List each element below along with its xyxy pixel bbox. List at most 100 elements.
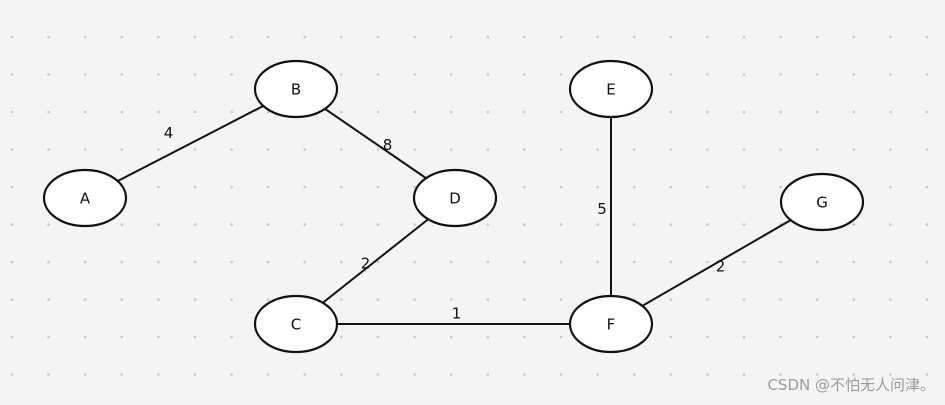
- grid-dot: [157, 298, 160, 301]
- grid-dot: [376, 223, 380, 226]
- grid-dot: [925, 110, 929, 114]
- grid-dot: [193, 298, 197, 301]
- grid-dot: [47, 335, 50, 339]
- grid-dot: [10, 110, 14, 114]
- grid-dot: [413, 335, 416, 339]
- grid-dot: [230, 35, 233, 39]
- node-A: A: [42, 168, 128, 228]
- grid-dot: [83, 35, 87, 39]
- grid-dot: [47, 35, 50, 39]
- grid-dot: [10, 298, 14, 301]
- edge-weight-label: 4: [164, 124, 174, 142]
- grid-dot: [925, 148, 929, 151]
- node-ellipse: [42, 168, 128, 228]
- grid-dot: [815, 148, 819, 151]
- grid-dot: [303, 35, 307, 39]
- grid-dot: [632, 260, 636, 264]
- edge-F-G: 2: [610, 201, 823, 325]
- grid-dot: [632, 185, 636, 189]
- grid-dot: [303, 373, 307, 376]
- grid-dot: [413, 35, 416, 39]
- grid-dot: [706, 298, 709, 301]
- grid-dot: [376, 298, 380, 301]
- grid-dot: [193, 35, 197, 39]
- grid-dot: [925, 260, 929, 264]
- grid-dot: [815, 260, 819, 264]
- grid-dot: [47, 373, 50, 376]
- grid-dot: [779, 335, 782, 339]
- grid-dot: [596, 148, 599, 151]
- grid-dot: [779, 185, 782, 189]
- grid-dot: [852, 148, 856, 151]
- grid-dot: [47, 260, 50, 264]
- grid-dot: [449, 35, 453, 39]
- grid-dot: [632, 223, 636, 226]
- node-label: B: [291, 81, 301, 99]
- grid-dot: [815, 335, 819, 339]
- grid-dot: [10, 335, 14, 339]
- grid-dot: [815, 35, 819, 39]
- grid-dot: [889, 298, 892, 301]
- grid-dot: [596, 373, 599, 376]
- grid-dot: [10, 185, 14, 189]
- grid-dot: [486, 148, 490, 151]
- grid-dot: [889, 73, 892, 76]
- grid-dot: [925, 373, 929, 376]
- grid-dot: [376, 185, 380, 189]
- grid-dot: [10, 260, 14, 264]
- grid-dot: [157, 110, 160, 114]
- grid-dot: [413, 223, 416, 226]
- grid-dot: [10, 73, 14, 76]
- grid-dot: [486, 73, 490, 76]
- grid-dot: [449, 260, 453, 264]
- grid-dot: [669, 110, 673, 114]
- grid-dot: [523, 260, 526, 264]
- grid-dot: [83, 335, 87, 339]
- grid-dot: [669, 223, 673, 226]
- grid-dot: [925, 223, 929, 226]
- grid-dot: [559, 35, 563, 39]
- grid-dot: [303, 223, 307, 226]
- grid-dot: [925, 335, 929, 339]
- grid-dot: [83, 73, 87, 76]
- grid-dot: [120, 110, 124, 114]
- grid-dot: [706, 35, 709, 39]
- grid-dot: [413, 298, 416, 301]
- grid-dot: [193, 335, 197, 339]
- grid-dot: [413, 373, 416, 376]
- edge-A-B: 4: [84, 88, 297, 199]
- grid-dot: [449, 373, 453, 376]
- grid-dot: [889, 335, 892, 339]
- grid-dot: [340, 110, 343, 114]
- grid-dot: [157, 148, 160, 151]
- grid-dot: [230, 148, 233, 151]
- grid-dot: [706, 73, 709, 76]
- grid-dot: [523, 73, 526, 76]
- grid-dot: [83, 298, 87, 301]
- grid-dot: [83, 110, 87, 114]
- grid-dot: [230, 298, 233, 301]
- edge-C-F: 1: [296, 305, 611, 325]
- grid-dot: [340, 298, 343, 301]
- grid-dot: [449, 73, 453, 76]
- grid-dot: [449, 298, 453, 301]
- grid-dot: [742, 110, 746, 114]
- grid-dot: [486, 110, 490, 114]
- grid-dot: [852, 223, 856, 226]
- grid-dot: [486, 260, 490, 264]
- grid-dot: [523, 335, 526, 339]
- node-label: A: [80, 190, 91, 208]
- grid-dot: [669, 335, 673, 339]
- grid-dot: [559, 185, 563, 189]
- grid-dot: [486, 298, 490, 301]
- grid-dot: [83, 148, 87, 151]
- node-ellipse: [568, 294, 654, 354]
- grid-dot: [340, 73, 343, 76]
- grid-dot: [303, 148, 307, 151]
- grid-dot: [632, 373, 636, 376]
- grid-dot: [266, 110, 270, 114]
- grid-dot: [47, 223, 50, 226]
- grid-dot: [523, 185, 526, 189]
- grid-dot: [230, 73, 233, 76]
